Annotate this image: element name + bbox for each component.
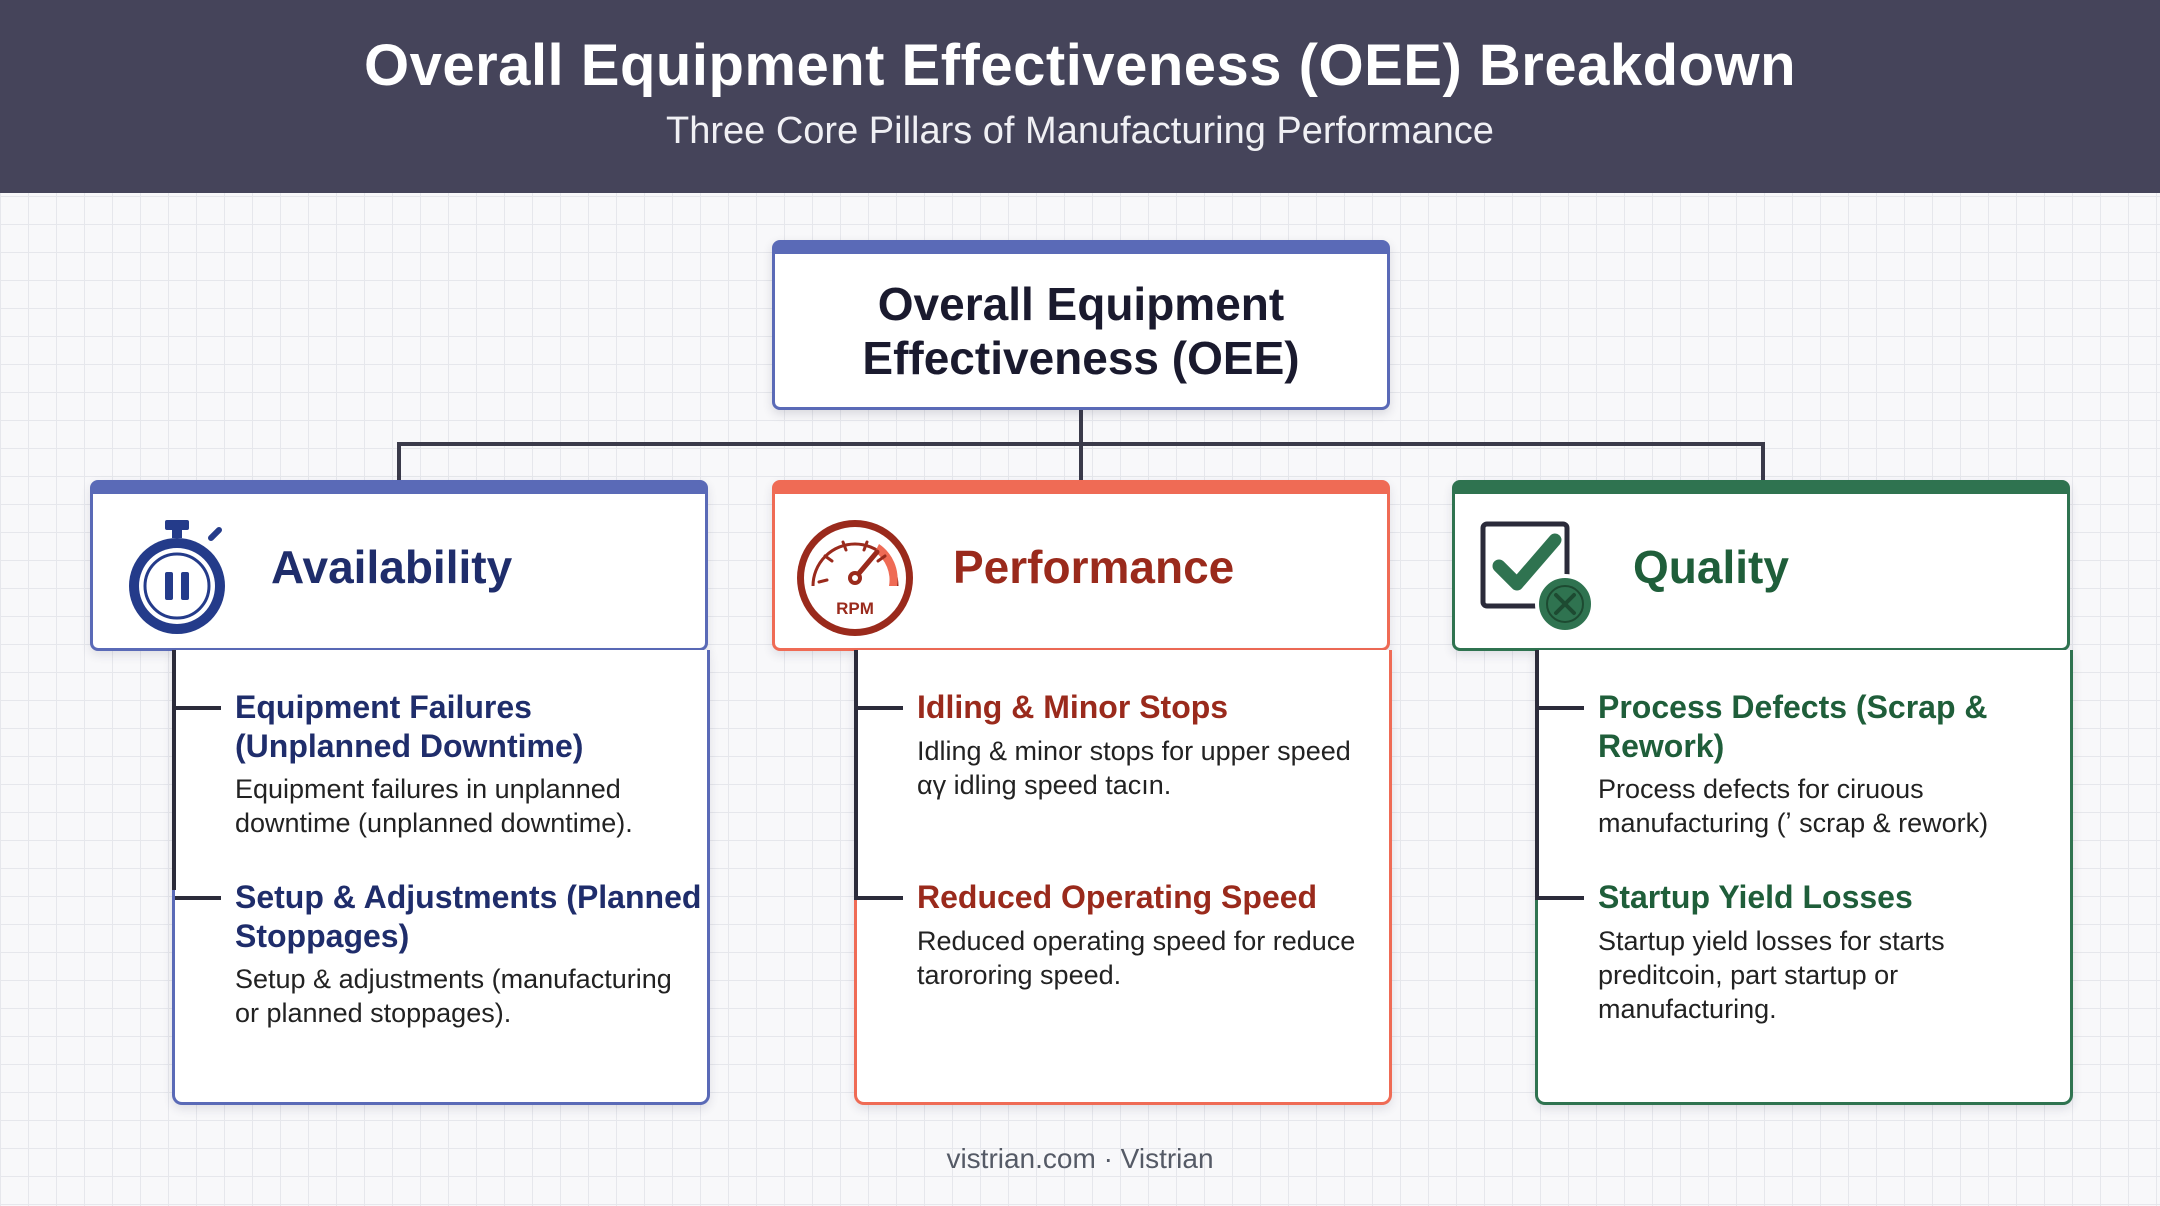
item-description: Startup yield losses for starts preditco… bbox=[1598, 926, 1945, 1024]
branch-tick bbox=[1538, 896, 1584, 900]
pillar-availability-header: Availability bbox=[90, 480, 708, 651]
branch-tick bbox=[175, 706, 221, 710]
pillar-quality-title: Quality bbox=[1633, 541, 1789, 593]
pillar-performance-header: RPM Performance bbox=[772, 480, 1390, 651]
checkbox-reject-icon bbox=[1477, 516, 1601, 640]
item-title: Startup Yield Losses bbox=[1598, 879, 1913, 915]
pillar-quality-header: Quality bbox=[1452, 480, 2070, 651]
item-description: Equipment failures in unplanned downtime… bbox=[235, 774, 633, 838]
item-title: Process Defects (Scrap & Rework) bbox=[1598, 689, 1988, 764]
performance-spine-line bbox=[854, 650, 858, 900]
page-subtitle: Three Core Pillars of Manufacturing Perf… bbox=[666, 110, 1494, 152]
pillar-performance-title: Performance bbox=[953, 541, 1235, 593]
item-description: Setup & adjustments (manufacturing or pl… bbox=[235, 964, 672, 1028]
item-description: Process defects for ciruous manufacturin… bbox=[1598, 774, 1989, 838]
branch-tick bbox=[1538, 706, 1584, 710]
branch-tick bbox=[857, 896, 903, 900]
pillar-availability-title: Availability bbox=[271, 541, 513, 593]
footer-credit: vistrian.com · Vistrian bbox=[946, 1143, 1214, 1174]
header-banner: Overall Equipment Effectiveness (OEE) Br… bbox=[0, 0, 2160, 193]
rpm-label: RPM bbox=[836, 599, 874, 618]
item-title: Reduced Operating Speed bbox=[917, 879, 1318, 915]
quality-spine-line bbox=[1535, 650, 1539, 900]
item-title: Equipment Failures (Unplanned Downtime) bbox=[235, 689, 584, 764]
root-node-title: Overall Equipment Effectiveness (OEE) bbox=[862, 277, 1300, 384]
root-node: Overall Equipment Effectiveness (OEE) bbox=[772, 240, 1390, 410]
branch-tick bbox=[175, 896, 221, 900]
item-description: Idling & minor stops for upper speed αγ … bbox=[917, 736, 1351, 800]
pillar-quality-body: Process Defects (Scrap & Rework) Process… bbox=[1535, 650, 2073, 1105]
item-description: Reduced operating speed for reduce taror… bbox=[917, 926, 1356, 990]
pillar-performance-body: Idling & Minor Stops Idling & minor stop… bbox=[854, 650, 1392, 1105]
branch-tick bbox=[857, 706, 903, 710]
page-title: Overall Equipment Effectiveness (OEE) Br… bbox=[363, 33, 1796, 98]
speedometer-icon: RPM bbox=[793, 516, 917, 640]
stopwatch-icon bbox=[115, 516, 239, 640]
item-title: Idling & Minor Stops bbox=[917, 689, 1229, 725]
item-title: Setup & Adjustments (Planned Stoppages) bbox=[235, 879, 702, 954]
availability-spine-line bbox=[172, 650, 176, 890]
pillar-availability-body: Equipment Failures (Unplanned Downtime) … bbox=[172, 650, 710, 1105]
